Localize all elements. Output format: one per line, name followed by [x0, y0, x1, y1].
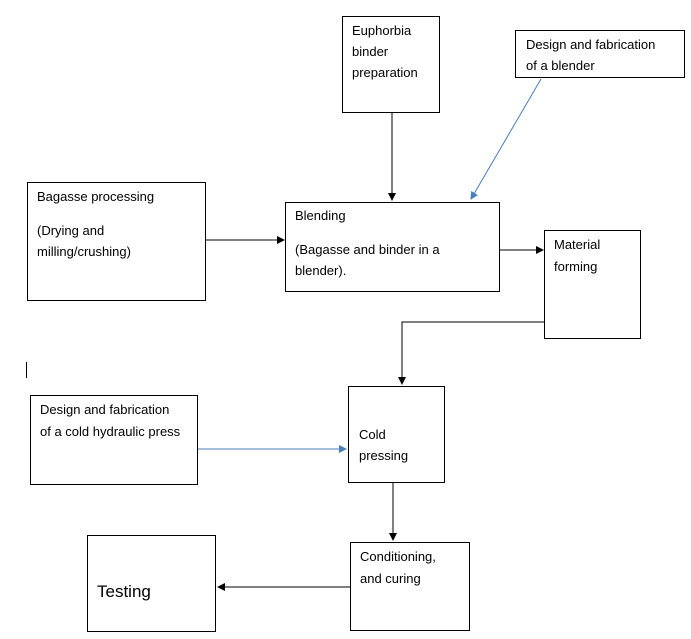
arrow-material-forming-to-cold-pressing — [398, 321, 544, 385]
design-blender-line-1: Design and fabrication — [526, 37, 656, 52]
design-blender-line-2: of a blender — [526, 58, 595, 73]
blending-box — [285, 202, 500, 292]
cold-pressing-line-2: pressing — [359, 448, 409, 463]
material-forming-line-1: Material — [554, 237, 601, 252]
blending-line-1: (Bagasse and binder in a — [295, 242, 440, 257]
design-press-line-1: Design and fabrication — [40, 402, 170, 417]
euphorbia-binder-box — [342, 16, 440, 113]
conditioning-line-2: and curing — [360, 571, 421, 586]
arrow-design-blender-to-blending — [470, 78, 542, 200]
blending-title: Blending — [295, 208, 346, 223]
text-cursor — [26, 362, 27, 378]
euphorbia-line-3: preparation — [352, 65, 418, 80]
testing-box — [87, 535, 216, 632]
blending-line-2: blender). — [295, 263, 347, 278]
conditioning-line-1: Conditioning, — [360, 549, 436, 564]
testing-label: Testing — [97, 582, 151, 601]
design-press-box — [30, 395, 198, 485]
design-press-line-2: of a cold hydraulic press — [40, 424, 181, 439]
bagasse-line-2: milling/crushing) — [37, 244, 131, 259]
euphorbia-line-1: Euphorbia — [352, 23, 412, 38]
bagasse-title: Bagasse processing — [37, 189, 155, 204]
cold-pressing-box — [348, 386, 445, 483]
conditioning-box — [350, 542, 470, 631]
material-forming-line-2: forming — [554, 259, 598, 274]
bagasse-processing-box — [27, 182, 206, 301]
bagasse-line-1: (Drying and — [37, 223, 105, 238]
design-blender-box — [515, 30, 685, 78]
material-forming-box — [544, 230, 641, 339]
euphorbia-line-2: binder — [352, 44, 389, 59]
cold-pressing-line-1: Cold — [359, 427, 386, 442]
